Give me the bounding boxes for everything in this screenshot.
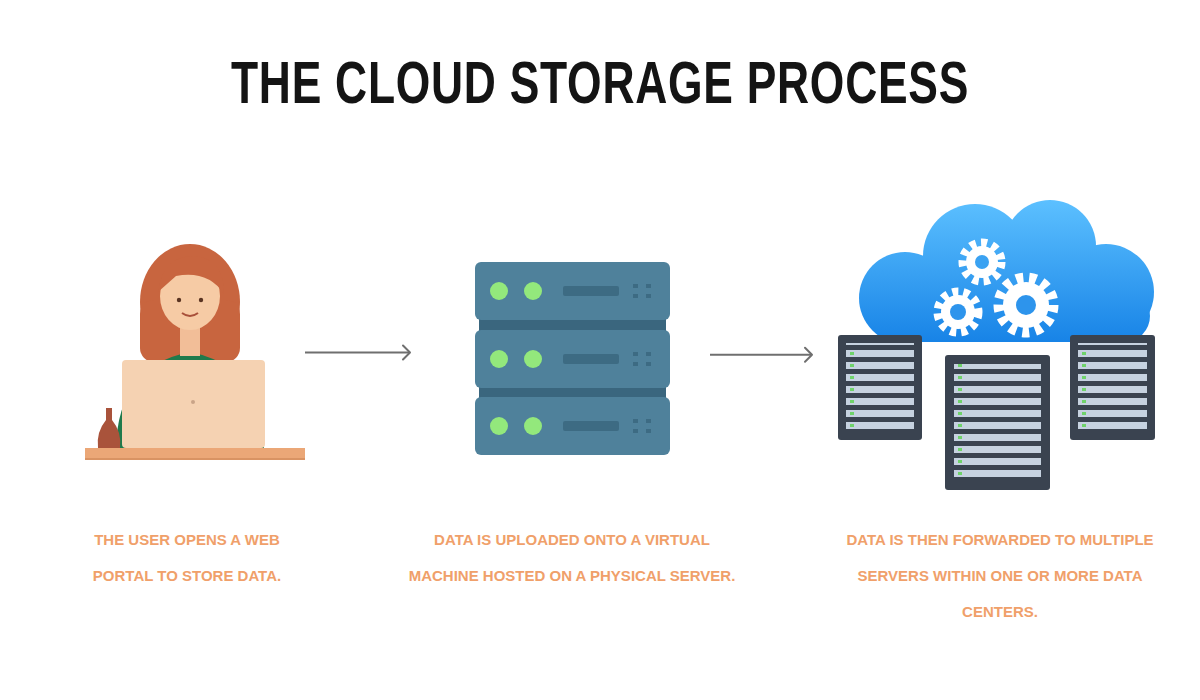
gear <box>963 243 1001 281</box>
status-light <box>524 417 542 435</box>
status-light <box>490 350 508 368</box>
diagram-title: THE CLOUD STORAGE PROCESS <box>156 48 1044 117</box>
step-caption: THE USER OPENS A WEB PORTAL TO STORE DAT… <box>67 522 307 594</box>
gear <box>938 292 978 332</box>
desk-edge <box>85 458 305 460</box>
status-light <box>524 282 542 300</box>
step-caption: DATA IS THEN FORWARDED TO MULTIPLE SERVE… <box>840 522 1160 630</box>
cloud-illustration <box>838 200 1155 490</box>
laptop-logo <box>191 400 195 404</box>
fringe <box>158 256 224 294</box>
server-illustration <box>475 262 670 455</box>
status-light <box>490 282 508 300</box>
flow-arrow <box>710 348 812 362</box>
eye <box>177 298 181 302</box>
desk <box>85 448 305 458</box>
vase <box>98 408 121 448</box>
process-step: DATA IS THEN FORWARDED TO MULTIPLE SERVE… <box>812 200 1172 514</box>
smile <box>182 313 198 316</box>
server-unit <box>475 330 670 388</box>
drive-slot <box>563 421 619 431</box>
server-unit <box>475 397 670 455</box>
server-rack <box>1070 335 1155 440</box>
server-rack <box>945 355 1050 490</box>
status-light <box>490 417 508 435</box>
status-light <box>524 350 542 368</box>
vent-dots <box>633 284 651 433</box>
drive-slot <box>563 286 619 296</box>
eye <box>199 298 203 302</box>
drive-slot <box>563 354 619 364</box>
server-unit <box>475 262 670 320</box>
step-caption: DATA IS UPLOADED ONTO A VIRTUAL MACHINE … <box>402 522 742 594</box>
flow-arrow <box>305 346 410 360</box>
process-step: THE USER OPENS A WEB PORTAL TO STORE DAT… <box>80 240 305 465</box>
gear <box>999 278 1053 332</box>
cloud <box>859 200 1154 344</box>
laptop <box>122 360 265 448</box>
process-step: DATA IS UPLOADED ONTO A VIRTUAL MACHINE … <box>410 240 710 465</box>
server-rack <box>838 335 922 440</box>
sweater <box>116 352 264 448</box>
user-illustration <box>85 244 305 460</box>
